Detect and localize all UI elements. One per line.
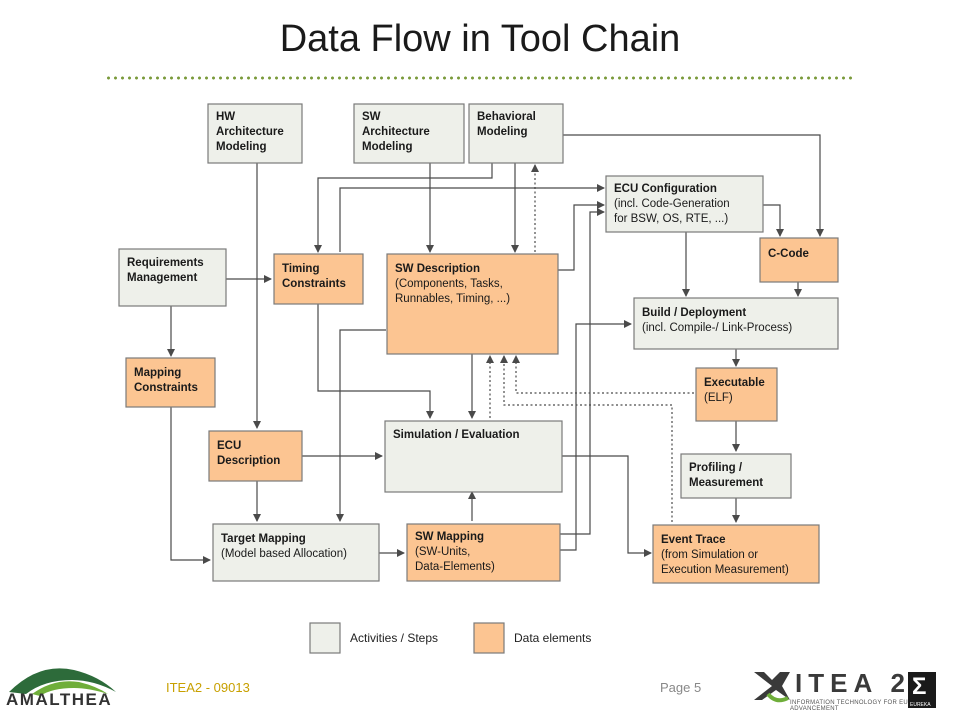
box-label-line: SW Description	[395, 263, 480, 275]
box-label-line: (Components, Tasks,	[395, 278, 503, 290]
box-label-line: C-Code	[768, 248, 809, 260]
box-label-line: Event Trace	[661, 534, 726, 546]
itea-wordmark: ITEA 2	[795, 668, 911, 698]
box-ecu-description: ECU Description	[208, 430, 303, 482]
box-label-line: (ELF)	[704, 392, 733, 404]
box-label-line: Requirements	[127, 257, 204, 269]
box-label-line: Management	[127, 272, 197, 284]
legend: Activities / Steps Data elements	[309, 622, 591, 654]
legend-activities-label: Activities / Steps	[350, 631, 438, 645]
box-label: SW Description (Components, Tasks, Runnabl…	[395, 263, 510, 305]
box-label-line: (from Simulation or	[661, 549, 758, 561]
box-label: SW Mapping (SW-Units, Data-Elements)	[415, 531, 495, 573]
box-label-line: Target Mapping	[221, 533, 306, 545]
box-label-line: Executable	[704, 377, 765, 389]
box-event-trace: Event Trace (from Simulation or Execution …	[652, 524, 820, 584]
legend-data-swatch	[473, 622, 505, 654]
box-label-line: (SW-Units,	[415, 546, 470, 558]
legend-activity-swatch	[309, 622, 341, 654]
box-simulation-evaluation: Simulation / Evaluation	[384, 420, 563, 493]
page-number: Page 5	[660, 680, 702, 695]
itea-tagline: INFORMATION TECHNOLOGY FOR EUROPEAN ADVA…	[790, 700, 936, 712]
box-label-line: Mapping	[134, 367, 181, 379]
box-label-line: SW	[362, 111, 381, 123]
box-label-line: Constraints	[282, 278, 346, 290]
box-label-line: Architecture	[216, 126, 284, 138]
box-label-line: Simulation / Evaluation	[393, 429, 520, 441]
box-label-line: SW Mapping	[415, 531, 484, 543]
box-label-line: ECU Configuration	[614, 183, 717, 195]
box-label: Event Trace (from Simulation or Execution …	[661, 534, 789, 576]
box-label: Target Mapping (Model based Allocation)	[221, 533, 347, 560]
box-label-line: Execution Measurement)	[661, 564, 789, 576]
connectors	[167, 134, 824, 564]
box-label-line: Architecture	[362, 126, 430, 138]
box-label: Profiling / Measurement	[689, 462, 763, 489]
box-label-line: (Model based Allocation)	[221, 548, 347, 560]
box-label-line: (incl. Code-Generation	[614, 198, 730, 210]
box-label-line: Build / Deployment	[642, 307, 746, 319]
box-sw-mapping: SW Mapping (SW-Units, Data-Elements)	[406, 523, 561, 582]
box-label-line: Modeling	[477, 126, 527, 138]
box-label-line: Constraints	[134, 382, 198, 394]
box-label-line: for BSW, OS, RTE, ...)	[614, 213, 728, 225]
box-ecu-configuration: ECU Configuration (incl. Code-Generation f…	[605, 175, 764, 233]
box-label-line: Behavioral	[477, 111, 536, 123]
box-label-line: Runnables, Timing, ...)	[395, 293, 510, 305]
amalthea-wordmark: AMALTHEA	[6, 690, 113, 709]
box-label-line: Profiling /	[689, 462, 743, 474]
legend-data-label: Data elements	[514, 631, 591, 645]
eureka-sigma-icon: Σ	[912, 673, 927, 700]
box-label-line: (incl. Compile-/ Link-Process)	[642, 322, 792, 334]
box-label-line: Timing	[282, 263, 319, 275]
itea-logo-mark	[754, 672, 790, 703]
dotted-divider	[105, 74, 855, 82]
box-label: Simulation / Evaluation	[393, 429, 520, 441]
box-label: Executable (ELF)	[704, 377, 765, 404]
box-label-line: Modeling	[216, 141, 266, 153]
box-build-deployment: Build / Deployment (incl. Compile-/ Link-…	[633, 297, 839, 350]
box-label: ECU Description	[217, 440, 280, 467]
box-profiling-measurement: Profiling / Measurement	[680, 453, 792, 499]
eureka-wordmark: EUREKA	[910, 702, 931, 708]
box-executable: Executable (ELF)	[695, 367, 778, 422]
box-label-line: HW	[216, 111, 235, 123]
project-id: ITEA2 - 09013	[166, 680, 250, 695]
page-title: Data Flow in Tool Chain	[279, 18, 681, 60]
box-sw-description: SW Description (Components, Tasks, Runnabl…	[386, 253, 559, 355]
box-label-line: Modeling	[362, 141, 412, 153]
box-label-line: Measurement	[689, 477, 763, 489]
box-target-mapping: Target Mapping (Model based Allocation)	[212, 523, 380, 582]
box-label-line: Description	[217, 455, 280, 467]
eureka-logo	[908, 672, 936, 708]
box-label: Build / Deployment (incl. Compile-/ Link-…	[642, 307, 792, 334]
box-c-code: C-Code	[759, 237, 839, 283]
box-label-line: ECU	[217, 440, 241, 452]
amalthea-logo	[9, 668, 116, 696]
box-label-line: Data-Elements)	[415, 561, 495, 573]
box-label: C-Code	[768, 248, 809, 260]
box-label: ECU Configuration (incl. Code-Generation f…	[614, 183, 730, 225]
